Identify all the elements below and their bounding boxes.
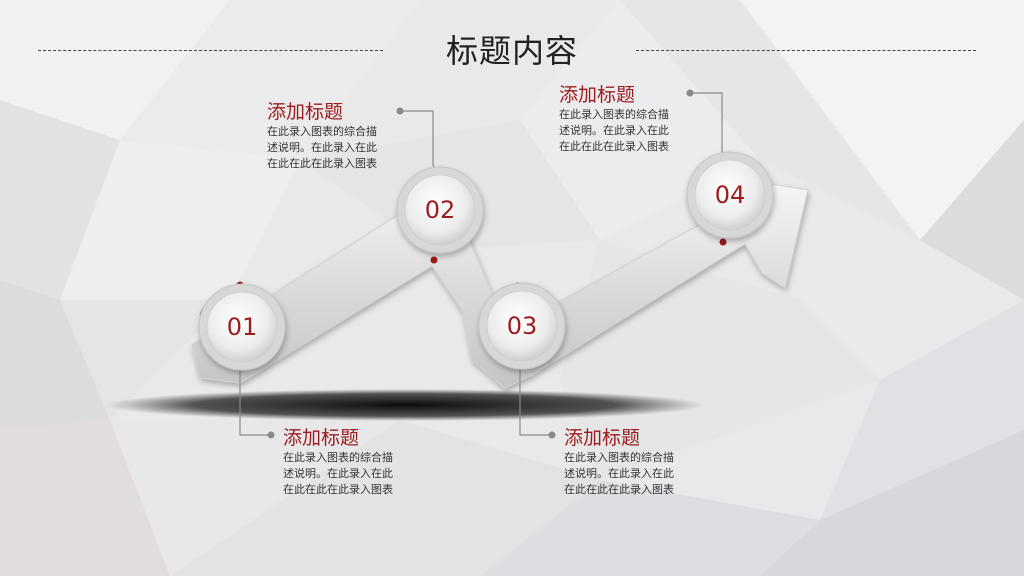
step-number-4: 04 [714,181,746,209]
title-divider-right [636,50,976,51]
step-description: 在此录入图表的综合描 述说明。在此录入在此 在此在此在此录入图表 [283,450,433,498]
description-line: 述说明。在此录入在此 [564,467,674,480]
step-circles [198,151,774,371]
step-number-1: 01 [226,313,258,341]
step-text-2: 添加标题 在此录入图表的综合描 述说明。在此录入在此 在此在此在此录入图表 [267,100,417,172]
description-line: 在此录入图表的综合描 [283,451,393,464]
description-line: 在此在此在此录入图表 [564,483,674,496]
description-line: 在此录入图表的综合描 [559,108,669,121]
step-number-2: 02 [424,196,456,224]
description-line: 在此在此在此录入图表 [559,140,669,153]
description-line: 在此录入图表的综合描 [564,451,674,464]
ground-shadow [105,389,705,421]
step-number-3: 03 [506,312,538,340]
step-heading: 添加标题 [267,101,344,123]
description-line: 述说明。在此录入在此 [559,124,669,137]
step-description: 在此录入图表的综合描 述说明。在此录入在此 在此在此在此录入图表 [267,124,417,172]
step-text-1: 添加标题 在此录入图表的综合描 述说明。在此录入在此 在此在此在此录入图表 [283,426,433,498]
step-heading: 添加标题 [283,427,360,449]
description-line: 在此在此在此录入图表 [267,157,377,170]
step-heading: 添加标题 [559,84,636,106]
step-heading: 添加标题 [564,427,641,449]
step-text-3: 添加标题 在此录入图表的综合描 述说明。在此录入在此 在此在此在此录入图表 [564,426,714,498]
description-line: 在此录入图表的综合描 [267,125,377,138]
step-text-4: 添加标题 在此录入图表的综合描 述说明。在此录入在此 在此在此在此录入图表 [559,83,709,155]
description-line: 在此在此在此录入图表 [283,483,393,496]
step-description: 在此录入图表的综合描 述说明。在此录入在此 在此在此在此录入图表 [564,450,714,498]
page-title: 标题内容 [445,32,578,70]
description-line: 述说明。在此录入在此 [267,141,377,154]
title-divider-left [38,50,383,51]
step-description: 在此录入图表的综合描 述说明。在此录入在此 在此在此在此录入图表 [559,107,709,155]
description-line: 述说明。在此录入在此 [283,467,393,480]
